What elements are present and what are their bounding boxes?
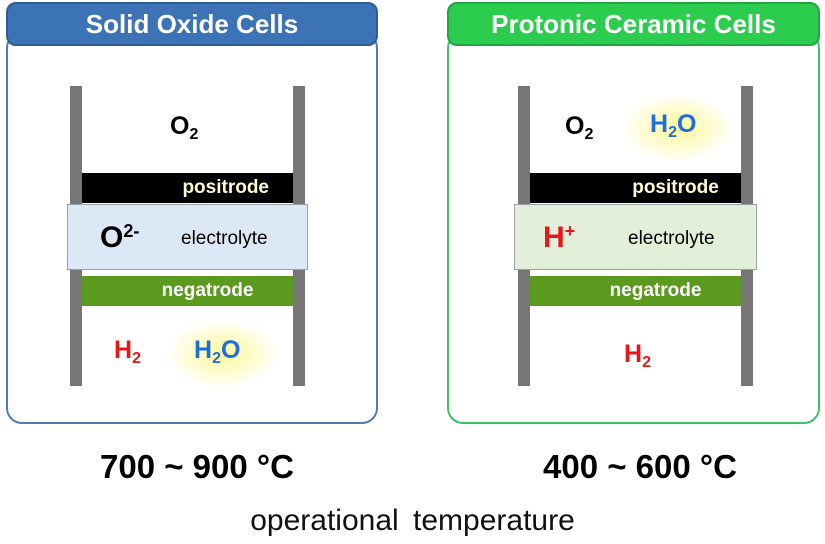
pcc-positrode-label: positrode (632, 177, 719, 198)
pcc-title: Protonic Ceramic Cells (447, 2, 820, 46)
soc-h2o-glow (170, 322, 276, 386)
soc-title: Solid Oxide Cells (6, 2, 378, 46)
pcc-ion-label: H+ (543, 221, 576, 254)
pcc-h2-label: H2 (624, 340, 651, 371)
pcc-negatrode-label: negatrode (609, 280, 702, 301)
pcc-positrode: positrode (530, 173, 741, 203)
soc-positrode: positrode (82, 173, 293, 203)
pcc-electrolyte-label: electrolyte (628, 228, 715, 249)
soc-electrolyte (67, 204, 308, 270)
soc-negatrode-label: negatrode (161, 280, 254, 301)
soc-negatrode: negatrode (82, 276, 293, 306)
soc-h2o-label: H2O (194, 336, 241, 367)
pcc-h2o-label: H2O (650, 110, 697, 141)
pcc-o2-label: O2 (565, 112, 594, 143)
pcc-electrolyte (514, 204, 757, 270)
footer-caption: operational temperature (250, 504, 575, 537)
soc-electrolyte-label: electrolyte (181, 228, 268, 249)
soc-ion-label: O2- (100, 221, 140, 254)
pcc-negatrode: negatrode (530, 276, 741, 306)
pcc-temperature: 400 ~ 600 °C (543, 448, 737, 485)
soc-temperature: 700 ~ 900 °C (100, 448, 294, 485)
soc-o2-label: O2 (170, 112, 199, 143)
soc-positrode-label: positrode (182, 177, 269, 198)
pcc-h2o-glow (625, 96, 731, 160)
soc-h2-label: H2 (114, 336, 141, 367)
